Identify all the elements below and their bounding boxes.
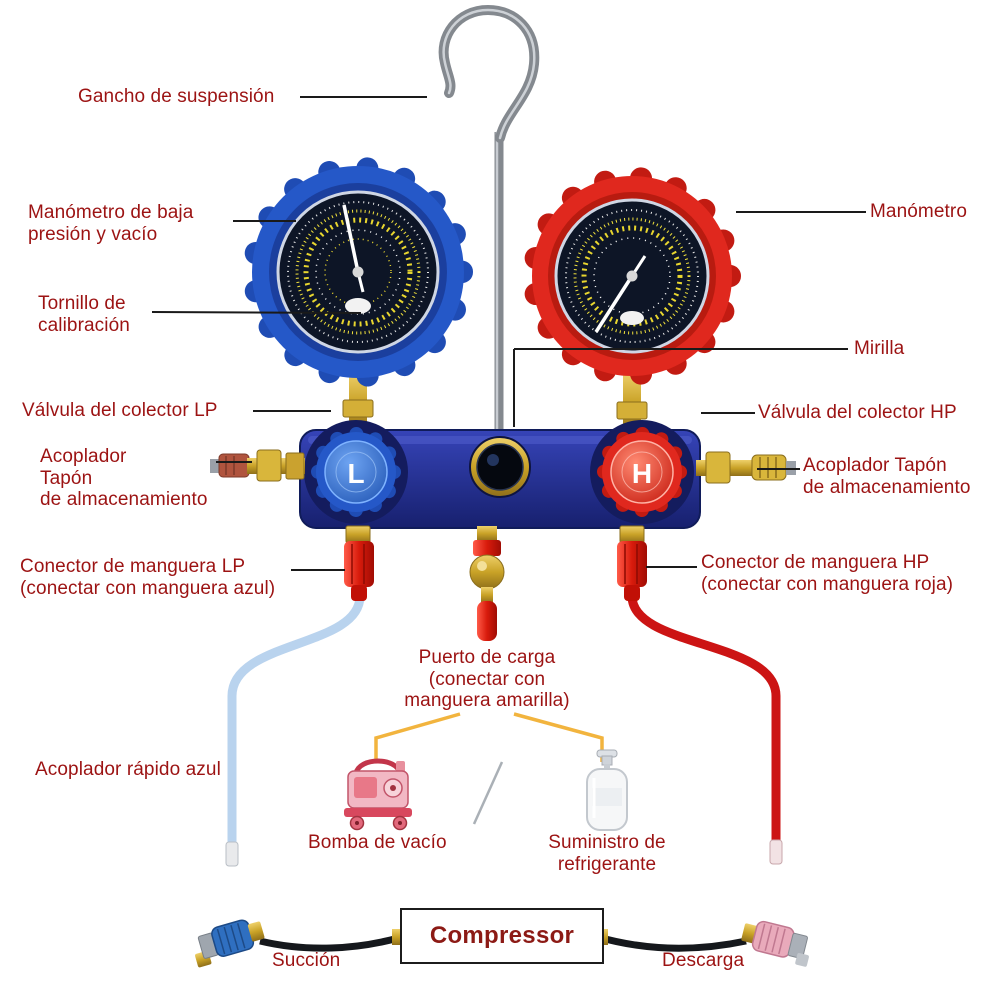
high-gauge-label: Manómetro <box>870 201 967 222</box>
lp-hose-port <box>344 525 374 601</box>
compressor-label: Compressor <box>429 922 575 949</box>
discharge-label: Descarga <box>662 950 745 971</box>
hp-valve-knob[interactable]: H <box>597 427 687 517</box>
blue-quick-coupler <box>195 919 265 968</box>
hp-valve-label: Válvula del colector HP <box>758 402 957 423</box>
high-gauge-needle <box>594 275 634 333</box>
yellow-hose-lines <box>374 712 604 762</box>
high-pressure-gauge <box>523 167 741 385</box>
vacuum-pump-illustration <box>344 758 412 831</box>
refrigerant-supply-label: Suministro de refrigerante <box>548 832 666 875</box>
hp-hose-port <box>617 525 647 601</box>
vacuum-pump-label: Bomba de vacío <box>308 832 447 853</box>
compressor-box: Compressor <box>400 908 604 964</box>
red-hose <box>627 591 783 865</box>
low-gauge-needle <box>342 204 360 273</box>
sight-glass <box>469 436 531 498</box>
hp-hose-connector-label: Conector de manguera HP (conectar con ma… <box>701 552 954 595</box>
leader-lines <box>151 96 866 571</box>
storage-cap-right-label: Acoplador Tapón de almacenamiento <box>803 455 971 498</box>
sight-glass-label: Mirilla <box>854 338 905 359</box>
charge-port-label: Puerto de carga (conectar con manguera a… <box>404 647 570 712</box>
lp-valve-knob[interactable]: L <box>311 427 401 517</box>
calibration-screw-label: Tornillo de calibración <box>38 293 130 336</box>
suction-label: Succión <box>272 950 341 971</box>
refrigerant-bottle-illustration <box>586 749 628 831</box>
blue-hose <box>225 591 365 867</box>
low-gauge-label: Manómetro de baja presión y vacío <box>28 202 194 245</box>
storage-cap-left-label: Acoplador Tapón de almacenamiento <box>40 446 208 511</box>
right-storage-coupler <box>696 451 796 484</box>
lp-knob-letter: L <box>347 458 364 489</box>
lp-hose-connector-label: Conector de manguera LP (conectar con ma… <box>20 556 276 599</box>
hook-label: Gancho de suspensión <box>78 86 275 107</box>
red-quick-coupler <box>741 920 809 967</box>
gauge-stems <box>342 372 648 434</box>
calibration-window <box>345 298 371 314</box>
divider-slash <box>472 761 504 825</box>
low-pressure-gauge <box>243 157 473 387</box>
lp-valve-label: Válvula del colector LP <box>22 400 218 421</box>
charge-port <box>469 526 505 641</box>
blue-quick-coupler-label: Acoplador rápido azul <box>35 759 221 780</box>
hp-knob-letter: H <box>632 458 652 489</box>
suspension-hook <box>438 4 540 430</box>
left-storage-coupler <box>210 449 305 482</box>
